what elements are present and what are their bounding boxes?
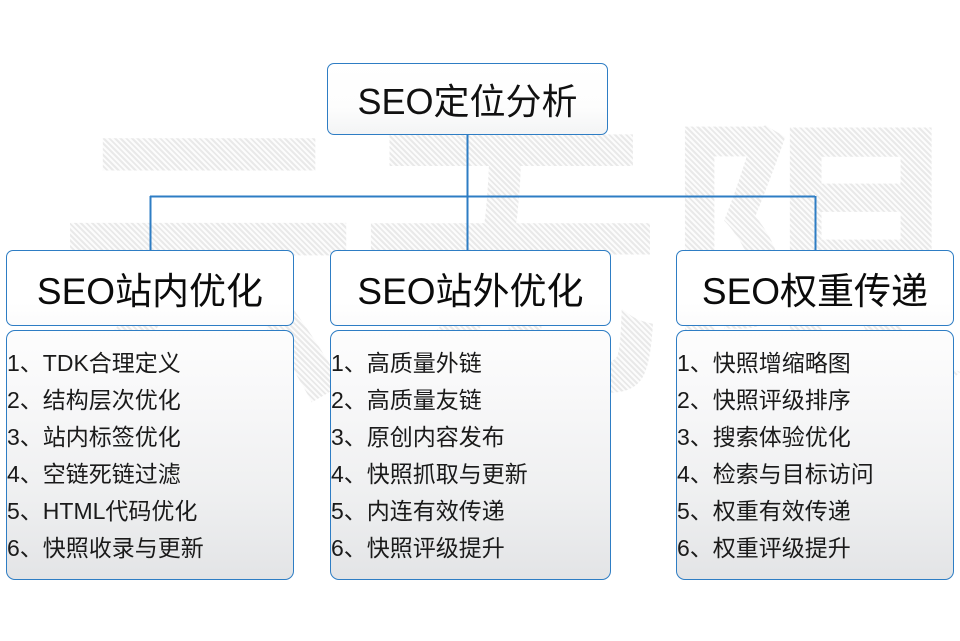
root-node-label: SEO定位分析 — [357, 81, 578, 122]
branch-header-label: SEO站内优化 — [36, 271, 264, 312]
list-item: 2、快照评级排序 — [677, 387, 851, 413]
branch-header-seo-weight[interactable]: SEO权重传递 — [676, 250, 954, 326]
list-item: 2、高质量友链 — [331, 387, 482, 413]
list-item: 6、快照收录与更新 — [7, 535, 204, 561]
branch-header-seo-onsite[interactable]: SEO站内优化 — [6, 250, 294, 326]
branch-body-seo-offsite: 1、高质量外链 2、高质量友链 3、原创内容发布 4、快照抓取与更新 5、内连有… — [330, 330, 611, 580]
list-item: 5、权重有效传递 — [677, 498, 851, 524]
list-item: 6、快照评级提升 — [331, 535, 505, 561]
branch-header-label: SEO权重传递 — [701, 271, 929, 312]
list-item: 3、站内标签优化 — [7, 424, 181, 450]
list-item: 4、快照抓取与更新 — [331, 461, 528, 487]
branch-body-seo-onsite: 1、TDK合理定义 2、结构层次优化 3、站内标签优化 4、空链死链过滤 5、H… — [6, 330, 294, 580]
list-item: 1、TDK合理定义 — [7, 350, 181, 376]
branch-body-seo-weight: 1、快照增缩略图 2、快照评级排序 3、搜索体验优化 4、检索与目标访问 5、权… — [676, 330, 954, 580]
root-node[interactable]: SEO定位分析 — [327, 63, 608, 135]
list-item: 4、检索与目标访问 — [677, 461, 874, 487]
list-item: 1、高质量外链 — [331, 350, 482, 376]
list-item: 5、HTML代码优化 — [7, 498, 198, 524]
list-item: 1、快照增缩略图 — [677, 350, 851, 376]
list-item: 2、结构层次优化 — [7, 387, 181, 413]
list-item: 3、原创内容发布 — [331, 424, 505, 450]
branch-header-label: SEO站外优化 — [357, 271, 584, 312]
list-item: 3、搜索体验优化 — [677, 424, 851, 450]
list-item: 5、内连有效传递 — [331, 498, 505, 524]
list-item: 4、空链死链过滤 — [7, 461, 181, 487]
branch-header-seo-offsite[interactable]: SEO站外优化 — [330, 250, 611, 326]
list-item: 6、权重评级提升 — [677, 535, 851, 561]
